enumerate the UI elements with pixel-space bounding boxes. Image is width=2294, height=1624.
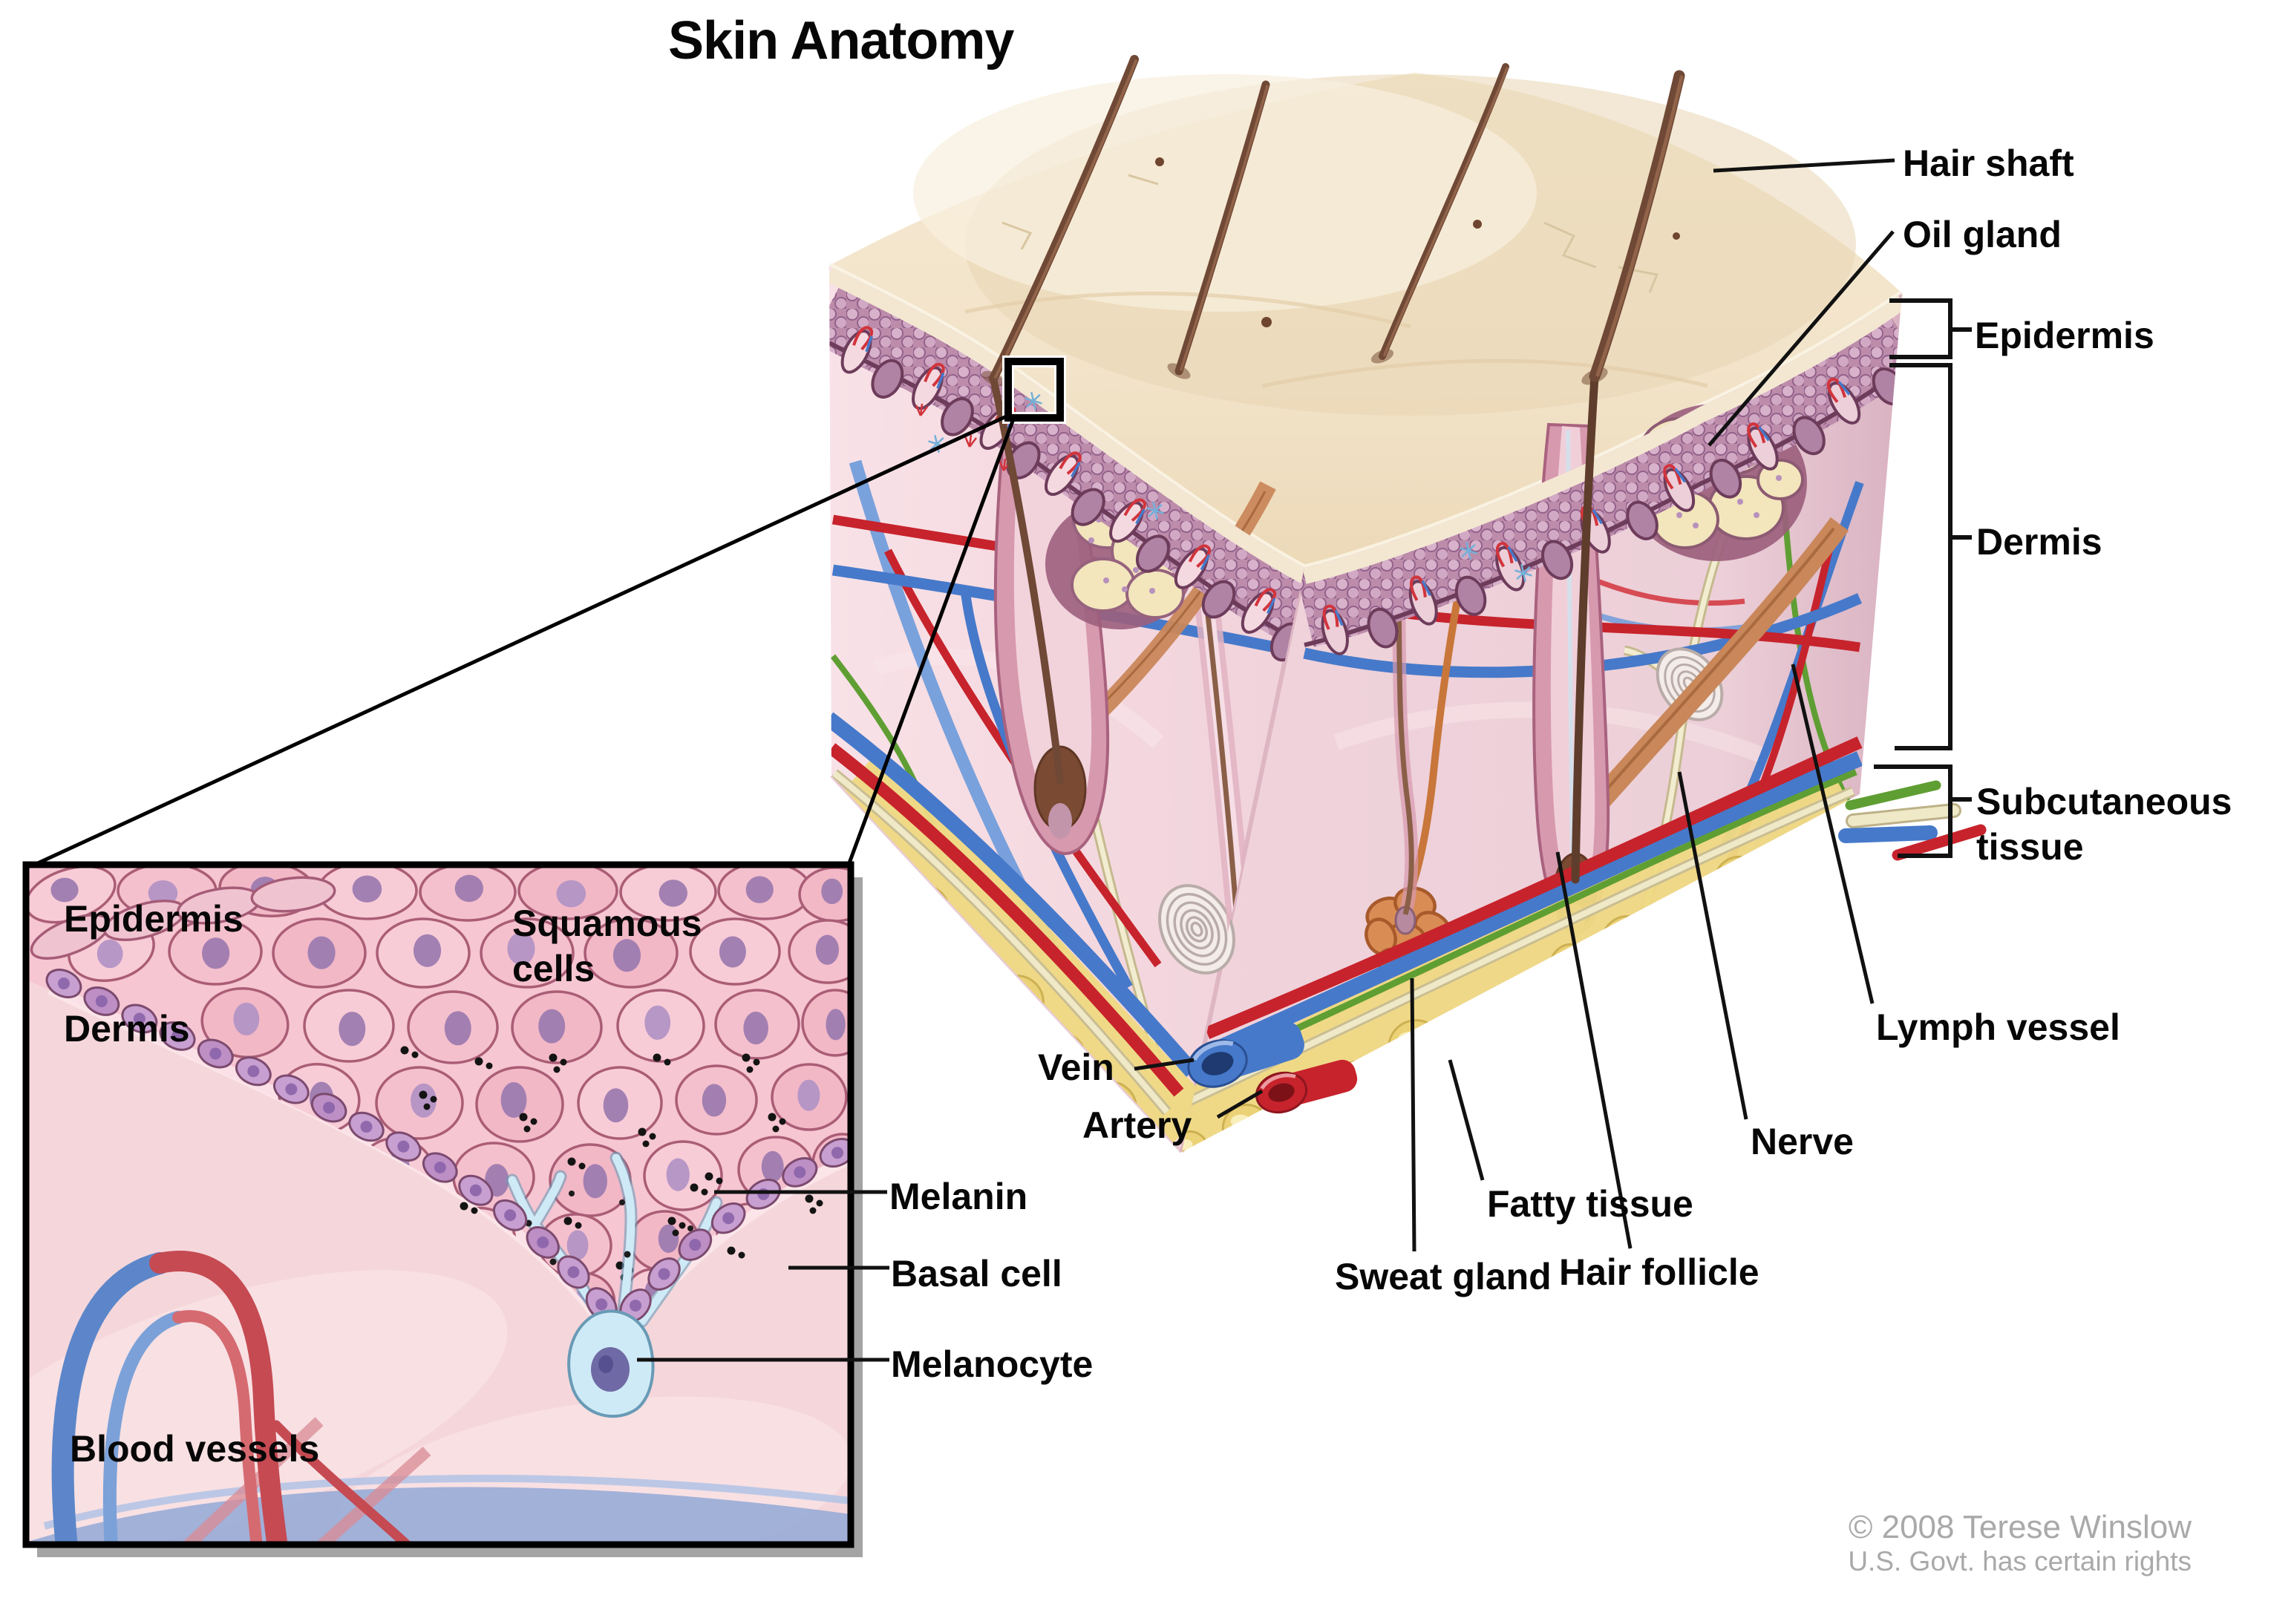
hair-shaft-2 [1174,80,1270,376]
melanin-granules [563,1217,582,1229]
melanin-granules [727,1246,745,1259]
inset-label-melanocyte: Melanocyte [891,1343,1094,1385]
credit-line-2: U.S. Govt. has certain rights [1848,1546,2192,1577]
dermis-bracket [1889,363,1972,750]
credit-line-1: © 2008 Terese Winslow [1848,1509,2192,1545]
hair-shaft-1 [989,55,1139,383]
fatty-tissue-pointer-line [1448,1059,1485,1181]
melanin-granules [460,1202,478,1214]
melanin-granules [690,1183,708,1196]
hair-root-d [1571,372,1599,884]
label-dermis: Dermis [1976,521,2102,563]
melanin-granules [667,1217,686,1237]
label-fatty-tissue: Fatty tissue [1487,1183,1693,1225]
touch-receptor [1025,392,1042,410]
arrector-muscle-d [1589,517,1849,811]
nerve-pointer-line [1677,771,1748,1120]
melanin-granules [400,1046,419,1058]
melanin-granules [638,1127,656,1147]
melanin-granules [742,1053,760,1073]
melanin-granules [705,1172,723,1185]
inset-label-melanin: Melanin [889,1176,1028,1217]
inset-box [22,861,863,1557]
artery-pointer-line [1216,1089,1264,1119]
page-title: Skin Anatomy [668,11,1014,71]
label-subcutaneous-tissue: Subcutaneous tissue [1976,781,2232,868]
touch-receptor [1460,542,1477,560]
label-nerve: Nerve [1751,1121,1854,1162]
vessel-stubs-right [1838,780,1987,861]
label-lymph-vessel: Lymph vessel [1876,1006,2120,1048]
label-hair-shaft: Hair shaft [1903,143,2074,184]
label-epidermis: Epidermis [1975,315,2154,356]
melanin-granules [474,1057,493,1070]
inset-label-basal-cell: Basal cell [891,1253,1062,1294]
melanin-granules [519,1113,537,1133]
subcutaneous-bracket [1874,764,1972,858]
hair-follicle-pointer-line [1555,851,1633,1249]
artery-stub [1255,1059,1358,1114]
melanin-granules [567,1157,586,1170]
melanin-granules [653,1053,671,1066]
oil-gland-pointer-line [1708,230,1895,447]
lymph-vessel-pointer-line [1791,664,1875,1004]
label-hair-follicle: Hair follicle [1559,1251,1759,1293]
melanocyte-cell [567,1309,655,1418]
layer-brackets [1874,298,1972,858]
inset-label-dermis: Dermis [64,1008,190,1050]
touch-receptor [1514,564,1532,582]
hair-shaft-3 [1379,63,1509,360]
vein-pointer-line [1134,1058,1195,1071]
hair-shaft-4 [1589,70,1685,382]
pacinian-corpuscle-left [1158,884,1235,975]
inset-blood-vessels [51,1251,414,1545]
vein-stub [1187,1021,1304,1088]
hair-shaft-pointer-line [1713,158,1895,173]
flat-epidermis-cells [30,876,336,960]
label-artery: Artery [1082,1104,1192,1146]
melanin-granules [419,1090,437,1110]
label-sweat-gland: Sweat gland [1335,1256,1552,1297]
inset-label-squamous-cells: Squamous cells [512,903,702,989]
annotation-lines [637,158,1895,1362]
inset-label-blood-vessels: Blood vessels [70,1428,320,1470]
melanin-granules [768,1113,786,1133]
melanin-granules [805,1194,823,1214]
label-vein: Vein [1038,1047,1114,1088]
skin-pores [1155,157,1680,327]
epidermis-bracket [1889,298,1972,359]
inset-label-epidermis: Epidermis [64,898,244,940]
label-oil-gland: Oil gland [1903,214,2062,255]
touch-receptor [1146,502,1164,520]
sweat-gland-pointer-line [1410,978,1416,1252]
zoom-region-marker [28,356,1066,869]
inset-border [22,861,854,1548]
melanin-granules [549,1053,567,1073]
copyright-credit: © 2008 Terese Winslow U.S. Govt. has cer… [1848,1509,2192,1579]
